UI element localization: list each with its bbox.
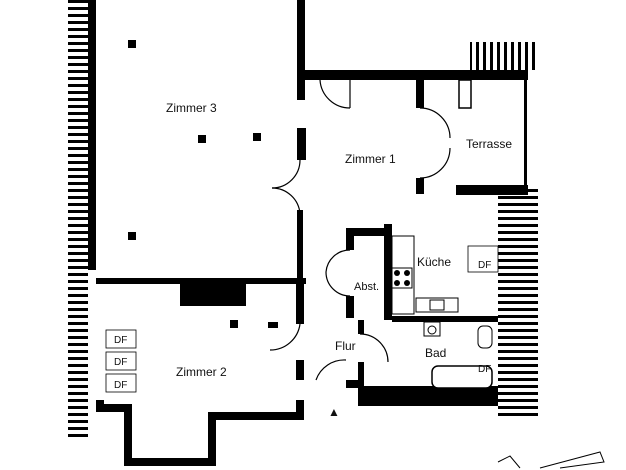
label-df: DF	[114, 357, 127, 368]
burner	[394, 280, 400, 286]
roof-window	[105, 351, 137, 371]
label-flur: Flur	[335, 339, 356, 353]
wall-zimmer1-left-pier	[297, 128, 306, 160]
door-zimmer2	[269, 323, 301, 351]
label-zimmer1: Zimmer 1	[345, 152, 396, 166]
door-bad	[359, 333, 389, 363]
door-double-terrace	[419, 107, 451, 179]
wall-zimmer2-beam	[180, 284, 246, 306]
roof-window	[105, 329, 137, 349]
label-df: DF	[478, 364, 491, 375]
terrace-railing-right	[524, 80, 527, 190]
toilet-icon	[477, 325, 493, 349]
wall-zimmer1-left-stub	[297, 80, 305, 100]
pillar	[198, 135, 206, 143]
wall-zimmer1-top-right	[455, 70, 528, 80]
label-abst: Abst.	[354, 281, 379, 293]
door-abst	[325, 249, 351, 297]
pillar	[128, 232, 136, 240]
door-entrance	[315, 359, 347, 381]
roof-slope-left	[68, 0, 88, 440]
pillar	[128, 40, 136, 48]
pillar	[268, 322, 278, 328]
wall-zimmer2-bottom	[96, 400, 304, 466]
burner	[394, 270, 400, 276]
pillar	[253, 133, 261, 141]
roof-slope-top-right	[470, 42, 538, 70]
wall-zimmer1-top	[305, 70, 465, 80]
wall-zimmer3-top-left	[88, 0, 96, 270]
wall-bottom-bad	[358, 386, 498, 406]
wall-abst-left-lower	[346, 296, 354, 318]
washbasin-bowl	[427, 325, 437, 335]
wall-zimmer3-bottom	[96, 278, 306, 284]
wall-bad-left	[358, 320, 364, 334]
wall-kitchen-left	[384, 224, 392, 320]
wall-terrace-bottom	[456, 185, 528, 195]
wall-abst-left	[346, 228, 354, 250]
label-df: DF	[478, 260, 491, 271]
door-double-zimmer3	[271, 159, 301, 215]
label-zimmer2: Zimmer 2	[176, 365, 227, 379]
wall-bad-left-lower	[358, 362, 364, 402]
burner	[404, 280, 410, 286]
wall-kitchen-bottom	[392, 316, 498, 322]
wall-flur-left-lower	[296, 360, 304, 380]
label-kueche: Küche	[417, 255, 451, 269]
roof-slope-right	[498, 188, 538, 420]
label-df: DF	[114, 335, 127, 346]
wall-terrace-divider-lower	[416, 178, 424, 194]
sink-basin	[429, 299, 445, 311]
label-terrasse: Terrasse	[466, 137, 512, 151]
terrace-planter	[458, 79, 472, 109]
entrance-arrow-icon: ▲	[328, 405, 340, 419]
label-df: DF	[114, 380, 127, 391]
door-zimmer1	[319, 79, 351, 109]
wall-bottom-flur	[346, 380, 360, 388]
roof-window	[105, 373, 137, 393]
north-arrow-icon	[497, 451, 605, 469]
label-zimmer3: Zimmer 3	[166, 101, 217, 115]
wall-abst-top	[346, 228, 386, 236]
wall-zimmer3-right-lower	[297, 210, 303, 285]
wall-zimmer3-top	[88, 0, 96, 8]
wall-terrace-divider-upper	[416, 80, 424, 108]
wall-zimmer3-right-upper	[297, 0, 305, 100]
label-bad: Bad	[425, 346, 446, 360]
pillar	[230, 320, 238, 328]
burner	[404, 270, 410, 276]
wall-flur-left-upper	[296, 284, 304, 324]
roof-window	[467, 245, 499, 273]
bathtub-icon	[431, 365, 493, 389]
